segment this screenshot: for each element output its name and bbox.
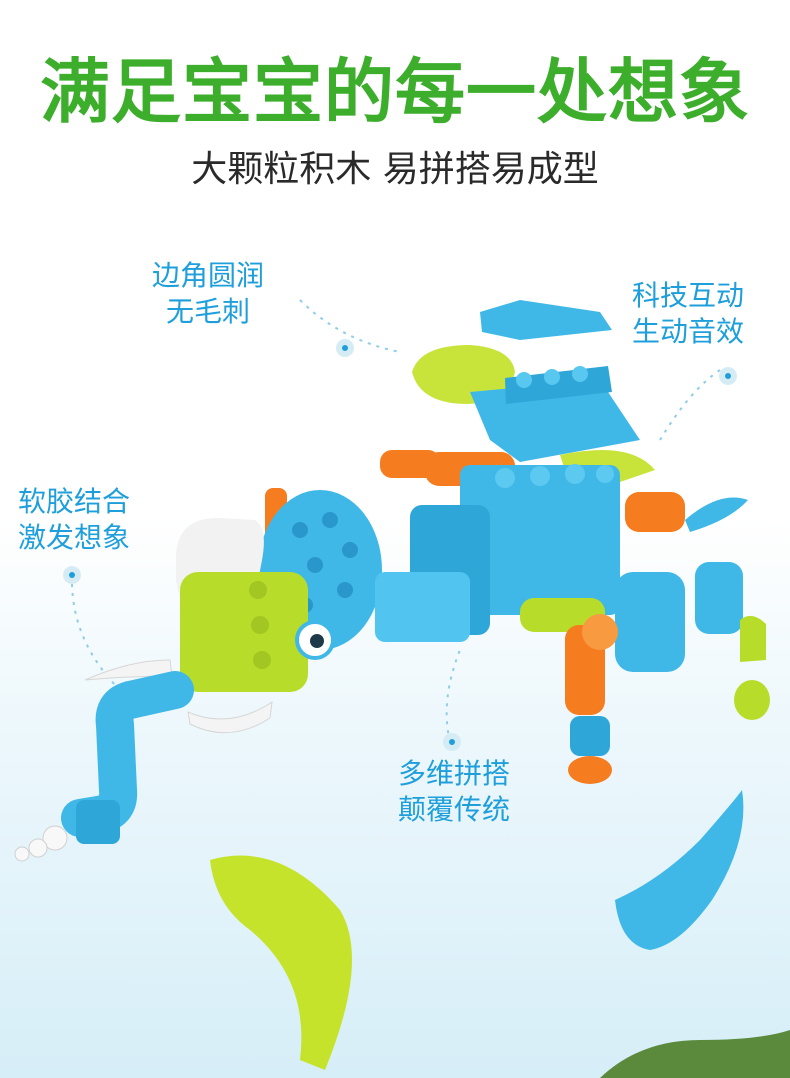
- callout-interactive-line1: 科技互动: [632, 279, 745, 312]
- tusk-right: [187, 700, 273, 734]
- blue-horn: [615, 790, 744, 950]
- body-brick: [460, 465, 620, 615]
- trunk-tip: [14, 825, 68, 862]
- orange-foot: [568, 756, 612, 784]
- callout-rounded-line1: 边角圆润: [152, 259, 265, 292]
- lime-horn: [210, 855, 352, 1070]
- callout-multi-line2: 颠覆传统: [398, 793, 511, 826]
- lime-scale: [412, 345, 515, 404]
- callout-interactive: 科技互动 生动音效: [632, 278, 744, 350]
- callout-soft: 软胶结合 激发想象: [18, 484, 130, 556]
- callout-multi: 多维拼搭 颠覆传统: [398, 756, 510, 828]
- page-title: 满足宝宝的每一处想象: [40, 51, 750, 133]
- lime-cap: [734, 680, 770, 720]
- foot-cap: [570, 716, 610, 756]
- callout-multi-line1: 多维拼搭: [398, 757, 511, 790]
- callout-soft-line1: 软胶结合: [18, 485, 131, 518]
- trunk-pipe: [61, 671, 194, 837]
- callout-soft-line2: 激发想象: [18, 521, 131, 554]
- leg-right: [615, 572, 685, 672]
- connector-multi: [445, 649, 461, 743]
- lime-jaw: [180, 572, 308, 692]
- wing-right: [685, 497, 748, 532]
- callout-interactive-line2: 生动音效: [632, 315, 745, 348]
- lime-peg: [740, 615, 766, 662]
- corner-decor: [600, 1030, 790, 1078]
- lime-joint: [520, 598, 605, 632]
- connector-interactive: [659, 369, 721, 441]
- callout-rounded-line2: 无毛刺: [166, 295, 251, 328]
- leg-far: [695, 562, 743, 634]
- front-plate: [375, 572, 470, 642]
- tusk-left: [84, 659, 173, 681]
- callout-rounded: 边角圆润 无毛刺: [152, 258, 264, 330]
- top-tile: [480, 300, 612, 340]
- connector-rounded: [299, 299, 401, 353]
- callout-connectors: [70, 299, 721, 743]
- connector-dots: [63, 339, 737, 751]
- page-subtitle: 大颗粒积木 易拼搭易成型: [191, 149, 599, 190]
